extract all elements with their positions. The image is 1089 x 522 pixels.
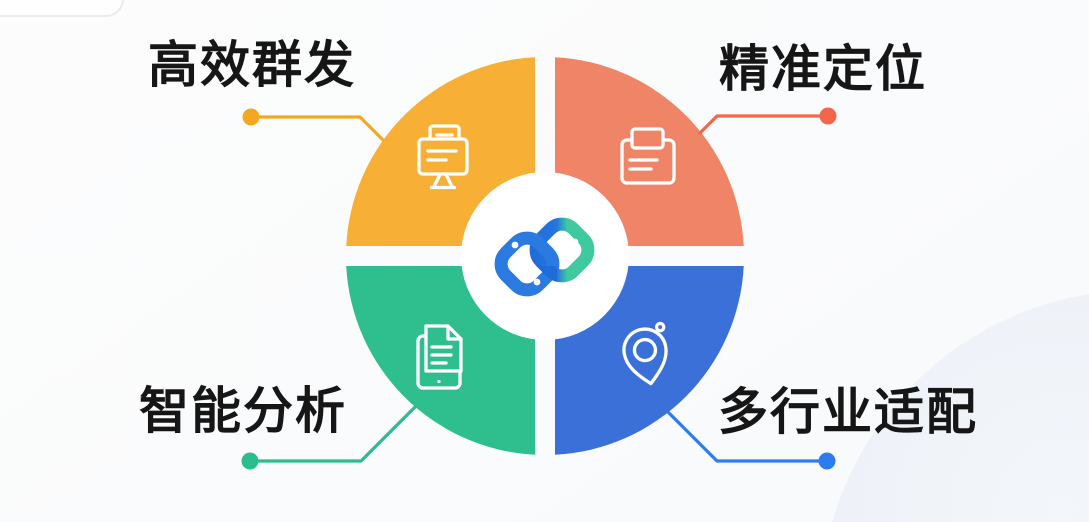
logo-notch-2 [533,278,541,286]
clipboard-icon [620,127,676,185]
connector-bottom-right [666,410,821,463]
connector-dot-top-left [242,108,260,126]
logo-left-link [494,231,560,297]
logo-notch-1 [511,241,519,249]
connector-dot-top-right [819,107,837,125]
location-pin-icon [622,321,668,386]
connectors [241,107,837,470]
chain-link-logo [494,217,595,297]
connector-dot-bottom-right [818,452,836,470]
logo-notch-3 [571,238,579,246]
connector-top-right [698,114,821,135]
label-bottom-right: 多行业适配 [718,384,978,440]
connector-dot-bottom-left [241,452,259,470]
connector-bottom-left [256,405,417,463]
monitor-icon [417,124,469,190]
label-top-left: 高效群发 [148,37,356,93]
label-bottom-left: 智能分析 [139,383,347,439]
mobile-report-icon [416,324,463,390]
connector-top-left [257,115,386,143]
label-top-right: 精准定位 [719,41,927,97]
